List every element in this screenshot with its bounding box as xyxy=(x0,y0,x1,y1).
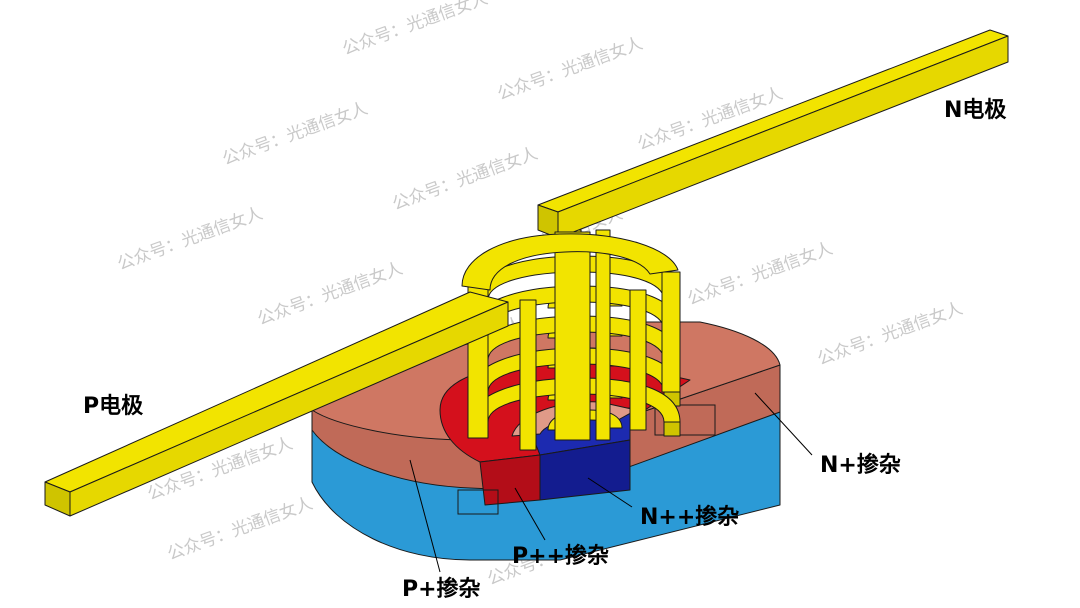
p-electrode xyxy=(44,233,679,517)
n-electrode-post xyxy=(554,231,591,441)
p-electrode-side xyxy=(69,301,509,517)
watermark-text: 公众号：光通信女人 xyxy=(165,494,316,565)
watermark-text: 公众号：光通信女人 xyxy=(255,259,406,330)
leader-p-plus xyxy=(409,459,441,573)
ring-post xyxy=(661,271,681,393)
ring-post xyxy=(629,289,647,431)
p-plus-plus-side xyxy=(479,454,541,506)
leader-n-plus xyxy=(754,392,813,456)
watermark-text: 公众号：光通信女人 xyxy=(495,34,646,105)
watermark-text: 公众号：光通信女人 xyxy=(115,204,266,275)
watermark-text: 公众号：光通信女人 xyxy=(685,239,836,310)
label-p-electrode: P电极 xyxy=(83,394,144,419)
watermark-text: 公众号：光通信女人 xyxy=(340,0,491,60)
leader-p-plus-plus xyxy=(514,487,546,541)
watermark-text: 公众号：光通信女人 xyxy=(220,99,371,170)
watermark-text: 公众号：光通信女人 xyxy=(390,144,541,215)
n-electrode-side xyxy=(557,35,1009,239)
watermark-text: 公众号：光通信女人 xyxy=(815,299,966,370)
p-electrode-ring xyxy=(461,233,679,291)
label-n-electrode: N电极 xyxy=(944,98,1007,123)
leader-n-plus-plus xyxy=(587,477,633,508)
label-n-plus: N+掺杂 xyxy=(820,452,901,478)
trench-right xyxy=(654,404,716,436)
ring-arc-edge xyxy=(663,421,681,437)
trench-left xyxy=(457,489,499,515)
label-n-plus-plus: N++掺杂 xyxy=(640,504,739,530)
n-plus-plus-side xyxy=(539,439,631,501)
ring-post xyxy=(595,229,611,441)
ring-post xyxy=(519,299,537,451)
label-p-plus: P+掺杂 xyxy=(402,576,481,602)
label-p-plus-plus: P++掺杂 xyxy=(512,543,609,569)
n-electrode xyxy=(537,29,1009,441)
